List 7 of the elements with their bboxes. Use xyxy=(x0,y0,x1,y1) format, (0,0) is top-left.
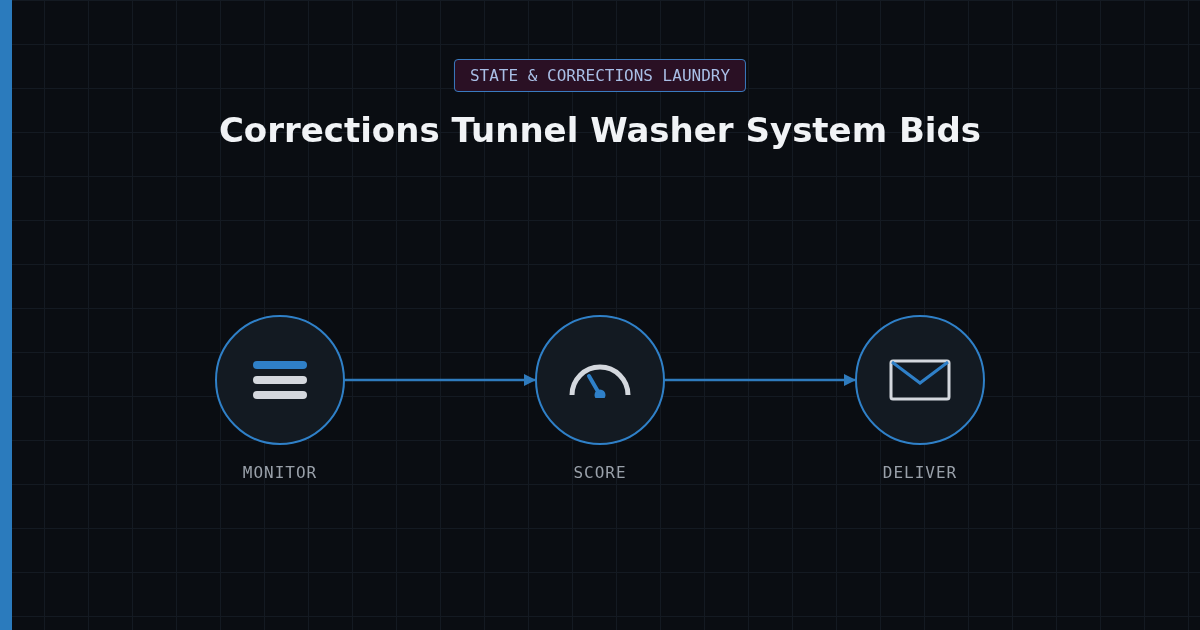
arrow xyxy=(665,374,856,386)
step-caption: SCORE xyxy=(572,463,628,482)
step-caption: MONITOR xyxy=(241,463,319,482)
arrow xyxy=(345,374,536,386)
title: Corrections Tunnel Washer System Bids xyxy=(217,110,983,150)
category-tag: STATE & CORRECTIONS LAUNDRY xyxy=(453,59,747,92)
step-caption: DELIVER xyxy=(881,463,959,482)
